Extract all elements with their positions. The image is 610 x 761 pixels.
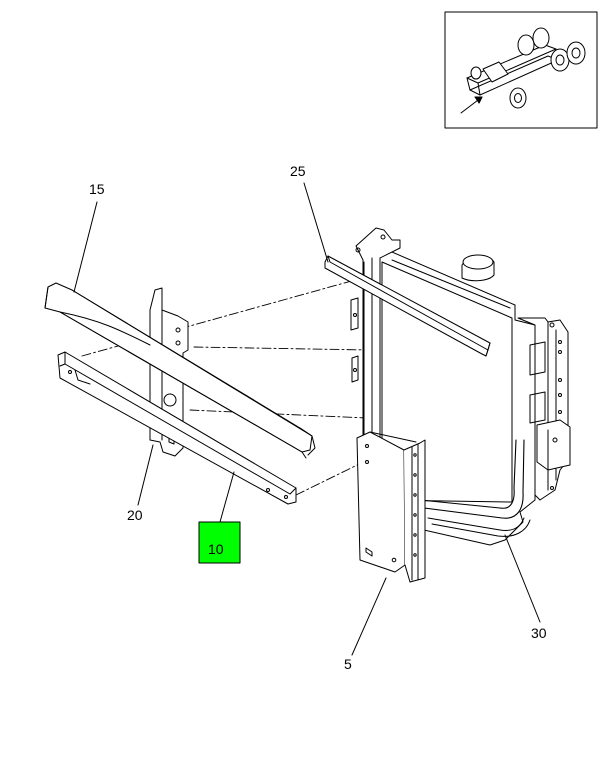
- callout-20[interactable]: 20: [127, 507, 143, 523]
- inset-frame: [444, 11, 598, 129]
- callout-10[interactable]: 10: [208, 541, 224, 557]
- leader-15: [73, 201, 98, 293]
- leader-25: [303, 182, 329, 263]
- part-5-side-baffle: [356, 431, 426, 583]
- leader-20: [137, 444, 154, 506]
- part-10-lower-rail: [57, 351, 297, 505]
- locator-inset: [444, 11, 598, 129]
- leader-10: [219, 471, 235, 523]
- leader-30: [504, 534, 541, 623]
- inset-truck-chassis: [466, 27, 586, 109]
- callout-25[interactable]: 25: [290, 163, 306, 179]
- leader-lines: [73, 182, 541, 656]
- leader-5: [351, 577, 387, 656]
- part-15-deflector: [44, 282, 316, 459]
- callout-15[interactable]: 15: [89, 181, 105, 197]
- inset-arrow: [460, 96, 483, 114]
- callout-10-highlight-box: [198, 521, 241, 564]
- callout-30[interactable]: 30: [531, 625, 547, 641]
- part-25-top-seal-strip: [324, 255, 491, 357]
- callout-5[interactable]: 5: [344, 656, 352, 672]
